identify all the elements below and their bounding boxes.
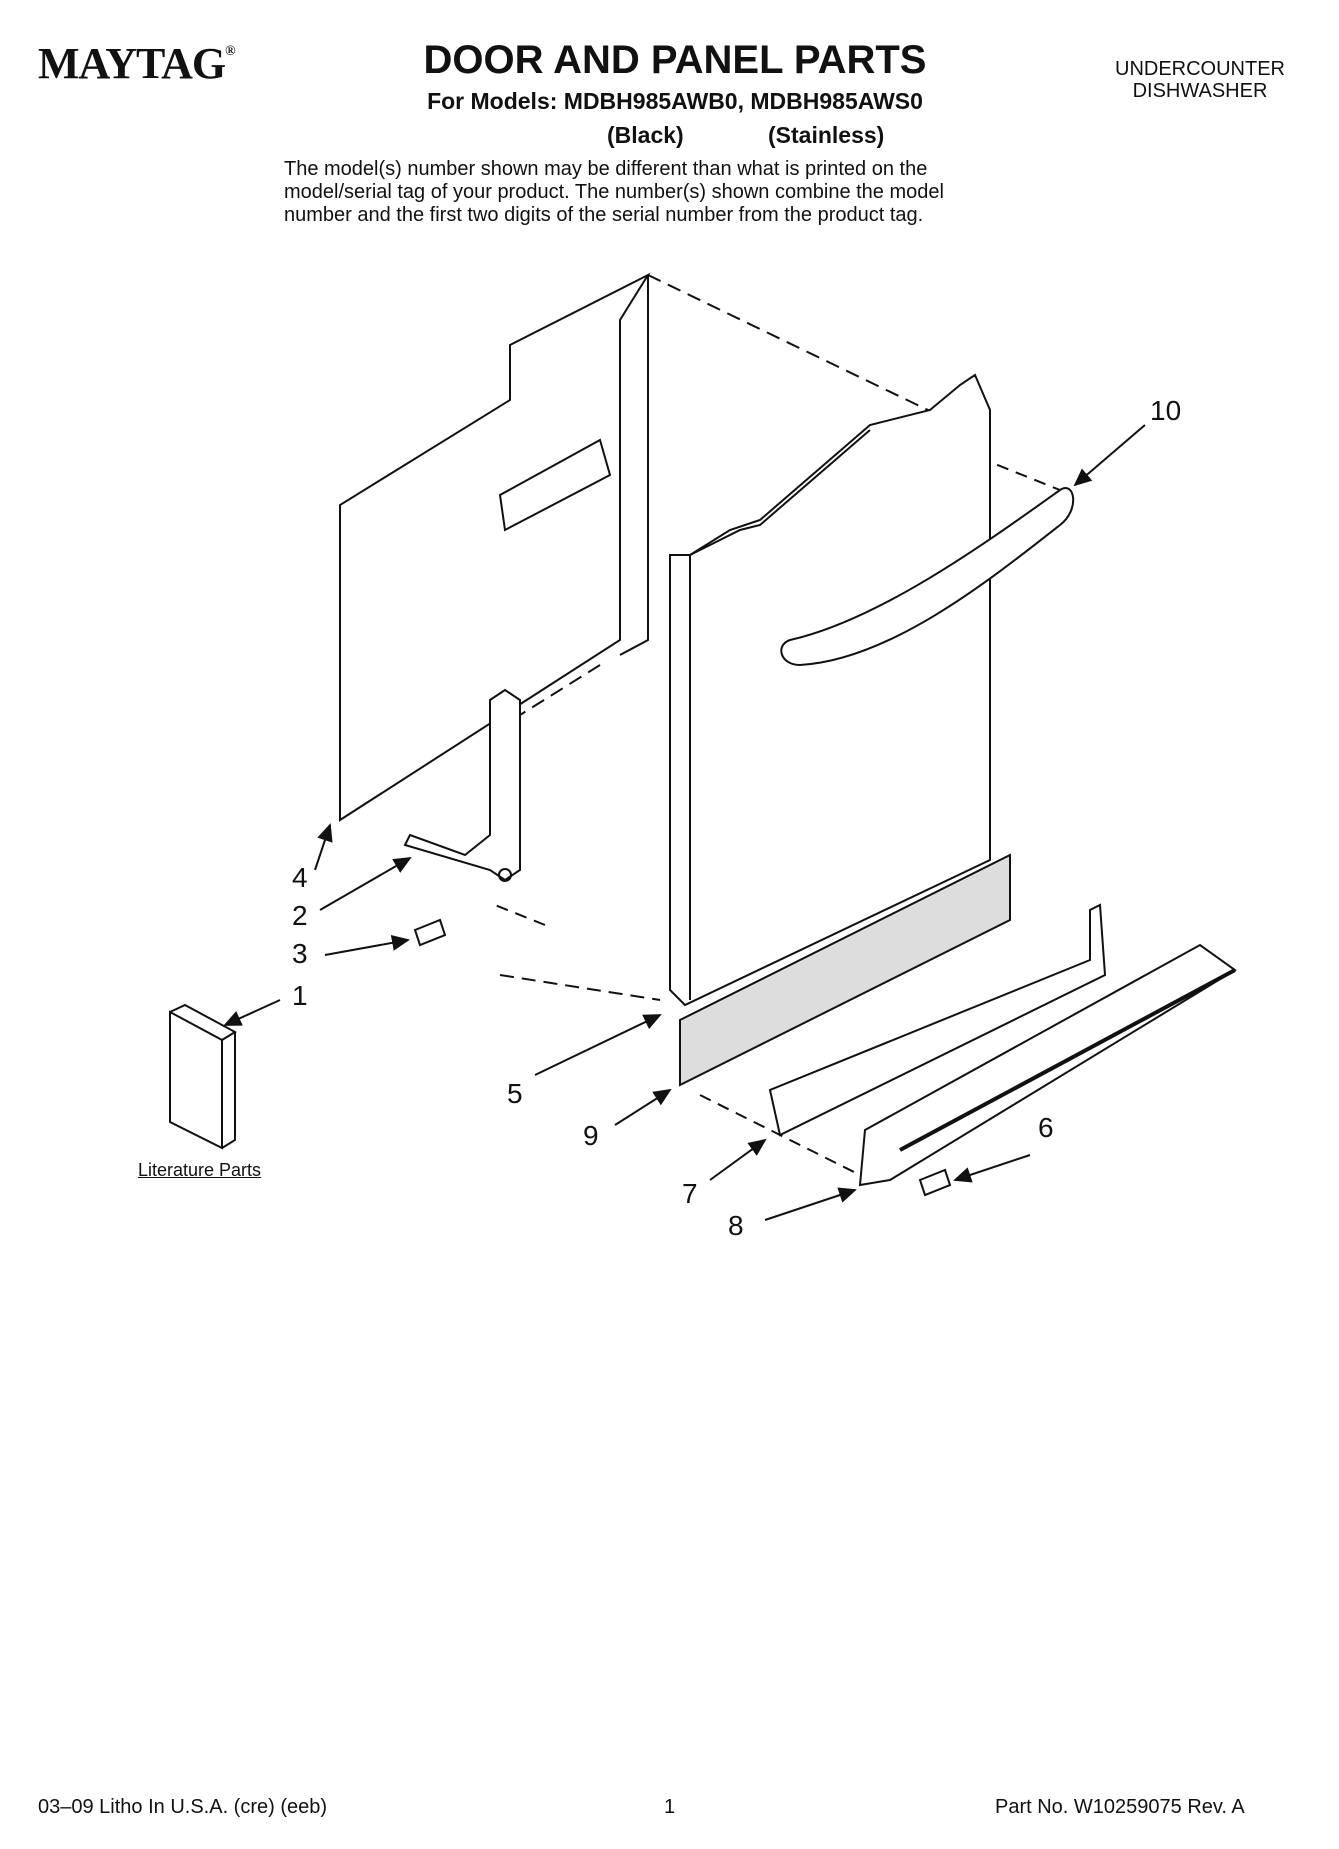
lower-panel-part (858, 943, 1237, 1187)
note-line-2: model/serial tag of your product. The nu… (284, 181, 944, 203)
part-number: Part No. W10259075 Rev. A (995, 1796, 1245, 1818)
page-number: 1 (664, 1796, 676, 1818)
literature-parts-label: Literature Parts (138, 1160, 262, 1180)
callout-6: 6 (1038, 1112, 1054, 1143)
handle-part (780, 487, 1075, 667)
callout-9: 9 (583, 1120, 599, 1151)
brand-logo: MAYTAG® (38, 38, 236, 89)
page-title: DOOR AND PANEL PARTS (423, 38, 927, 82)
footer-print-info: 03–09 Litho In U.S.A. (cre) (eeb) (38, 1796, 328, 1818)
callout-3: 3 (292, 938, 308, 969)
toe-panel-part (768, 903, 1107, 1137)
callout-8: 8 (728, 1210, 744, 1241)
note-line-1: The model(s) number shown may be differe… (284, 158, 928, 180)
brand-name: MAYTAG (38, 39, 226, 88)
side-panel-part (339, 272, 651, 822)
screw-part (413, 918, 447, 947)
callout-4: 4 (292, 862, 308, 893)
category-line-1: UNDERCOUNTER (1115, 58, 1285, 80)
category-line-2: DISHWASHER (1132, 80, 1268, 102)
literature-part (169, 1010, 223, 1150)
model-note: The model(s) number shown may be differe… (284, 158, 1084, 227)
variant-stainless: (Stainless) (768, 122, 885, 148)
callout-7: 7 (682, 1178, 698, 1209)
screw-part-2 (918, 1168, 952, 1197)
model-numbers: For Models: MDBH985AWB0, MDBH985AWS0 (427, 88, 923, 114)
callout-10: 10 (1150, 395, 1182, 426)
insulation-strip-part (679, 853, 1011, 1087)
callout-2: 2 (292, 900, 308, 931)
hinge-bracket-part (403, 688, 521, 882)
note-line-3: number and the first two digits of the s… (284, 204, 924, 226)
callout-5: 5 (507, 1078, 523, 1109)
door-panel-part (669, 373, 991, 1007)
product-category: UNDERCOUNTER DISHWASHER (1080, 58, 1320, 102)
callout-1: 1 (292, 980, 308, 1011)
registered-mark: ® (225, 44, 236, 59)
variant-black: (Black) (607, 122, 684, 148)
